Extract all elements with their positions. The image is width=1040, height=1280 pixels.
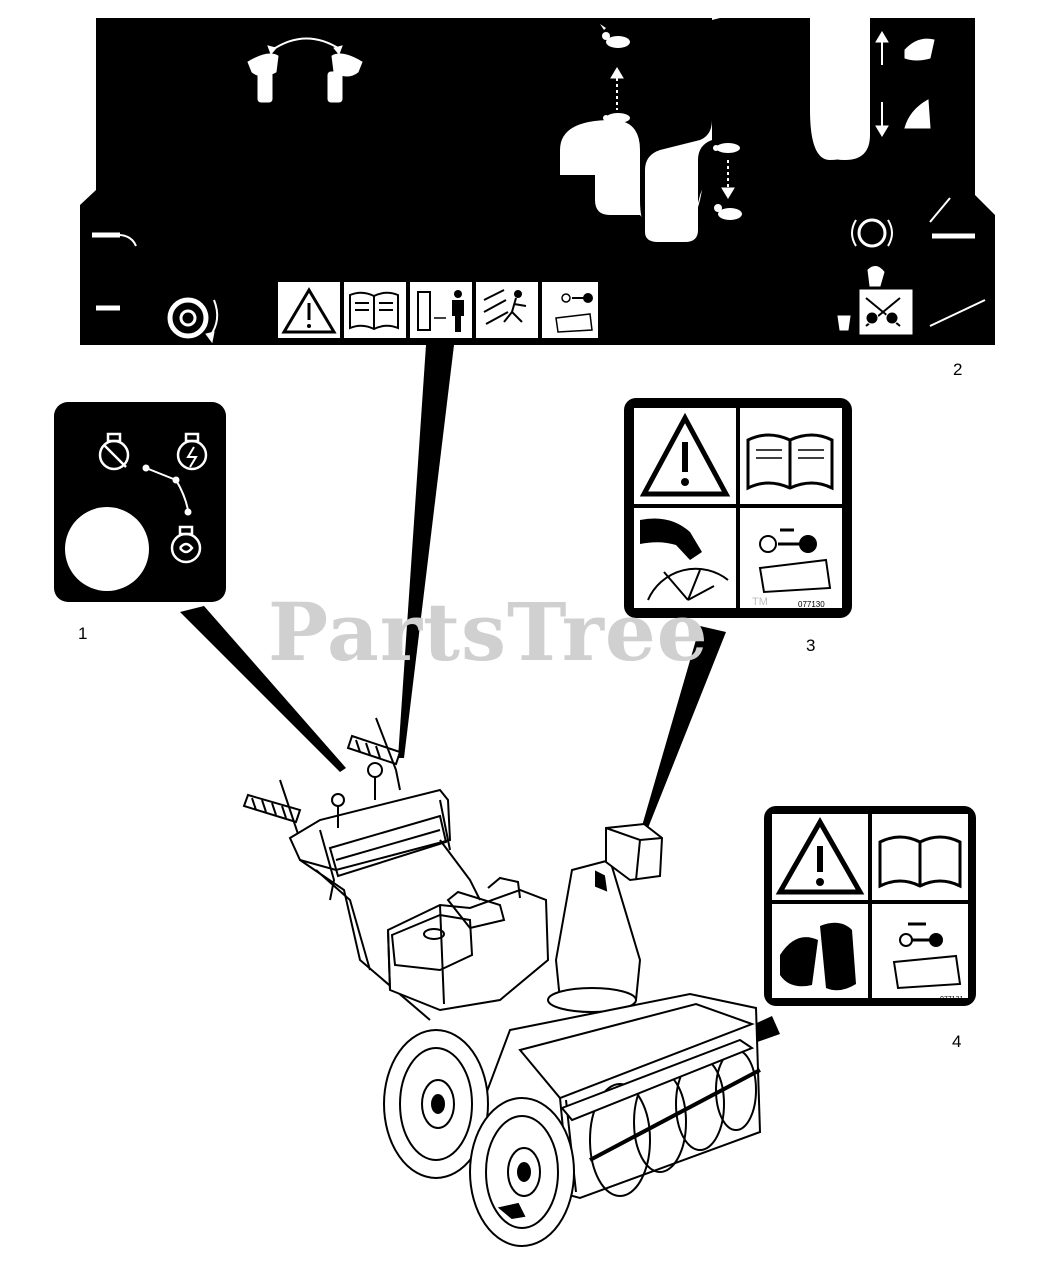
engine-block <box>386 888 550 1012</box>
manual-icon <box>878 835 962 889</box>
wheel-right <box>469 1097 575 1247</box>
callout-label-1: 1 <box>78 624 88 643</box>
leader-decal-3 <box>642 626 726 828</box>
thrown-objects-icon <box>483 289 527 325</box>
decal-3-part-code: 077130 <box>798 600 825 609</box>
engine-on-icon <box>176 432 208 471</box>
speed-slow-turtle-icon <box>603 113 630 123</box>
speed-slow-turtle-icon <box>713 143 740 153</box>
manual-icon <box>349 291 399 331</box>
speed-arrow-down <box>721 160 735 199</box>
handle-grip-right <box>346 734 402 766</box>
decal-4-part-code: 077131 <box>940 996 964 1003</box>
engine-start-icon <box>170 525 202 564</box>
hand-auger-hazard-icon <box>640 518 729 601</box>
decal-3-safety <box>624 398 852 618</box>
keep-away-icon <box>417 290 464 332</box>
chute-rotate-icon <box>247 37 363 103</box>
decal-4-safety <box>764 806 976 1006</box>
primer-button-cutout <box>65 507 149 591</box>
leader-decal-1 <box>180 606 346 772</box>
watermark: PartsTree <box>268 585 709 679</box>
callout-label-2: 2 <box>953 360 963 379</box>
warning-icon <box>281 287 337 334</box>
warning-icon <box>775 816 865 895</box>
safety-icon-strip <box>278 282 598 338</box>
warning-icon <box>639 412 731 497</box>
choke-off-icon <box>98 432 130 471</box>
remove-key-icon <box>892 922 962 990</box>
decal-2-control-panel <box>80 18 995 345</box>
decal-2-cutout-center <box>645 20 712 242</box>
auger-engage-icon <box>837 197 986 335</box>
choke-path <box>142 464 192 516</box>
snowblower-drawing <box>242 717 762 1247</box>
control-panel <box>288 788 452 872</box>
speed-arrow-up <box>610 67 624 110</box>
leader-decal-2 <box>398 345 454 758</box>
speed-fast-rabbit-icon <box>714 204 742 220</box>
decal-2-body <box>80 18 995 345</box>
speed-fast-rabbit-icon <box>600 24 630 48</box>
remove-key-icon <box>758 528 832 594</box>
handle-lever-left-icon <box>92 232 137 311</box>
manual-icon <box>746 433 834 491</box>
watermark-trademark: TM <box>752 596 768 608</box>
callout-label-3: 3 <box>806 636 816 655</box>
wheel-left <box>383 1029 489 1179</box>
callout-label-4: 4 <box>952 1032 962 1051</box>
remove-key-icon <box>555 293 593 333</box>
hand-auger-hazard-icon <box>780 922 856 991</box>
decal-2-cutout-right <box>812 18 870 160</box>
drive-wheel-icon <box>167 297 219 344</box>
chute-deflector-up-down-icon <box>875 31 935 137</box>
decal-1-engine-control <box>54 402 226 602</box>
